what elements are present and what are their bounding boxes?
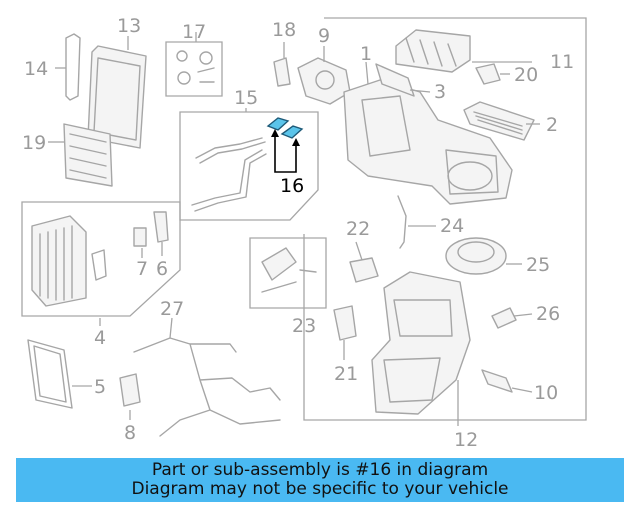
door-part-3	[375, 63, 415, 97]
pipe-part	[261, 269, 317, 293]
bracket-part-14	[65, 33, 81, 101]
leader-line	[355, 241, 363, 261]
callout-3: 3	[434, 81, 446, 103]
callout-16-leader	[274, 131, 297, 173]
radiator-part-13	[87, 45, 147, 149]
callout-14: 14	[24, 58, 48, 80]
leader-line	[409, 89, 431, 93]
callout-24: 24	[440, 215, 464, 237]
resistor-part-26	[491, 307, 517, 329]
blower-opening	[447, 161, 493, 191]
callout-17: 17	[182, 21, 206, 43]
sensor-part-6	[153, 211, 169, 243]
fitting-part	[197, 67, 215, 83]
callout-4: 4	[94, 327, 106, 349]
evaporator-fins	[39, 225, 73, 301]
callout-20: 20	[514, 64, 538, 86]
callout-5: 5	[94, 376, 106, 398]
lower-housing-detail	[383, 299, 453, 403]
arrow-head	[271, 129, 279, 137]
group-box-4	[21, 201, 181, 317]
callout-1: 1	[360, 43, 372, 65]
callout-7: 7	[136, 258, 148, 280]
radiator-core	[93, 57, 141, 141]
group-box-main	[303, 17, 587, 421]
callout-18: 18	[272, 19, 296, 41]
callout-21: 21	[334, 363, 358, 385]
bracket-part-21	[333, 305, 357, 341]
duct-fins	[405, 37, 457, 67]
filter-part-2	[463, 101, 535, 141]
callout-26: 26	[536, 303, 560, 325]
heater-core-grid	[69, 133, 107, 179]
blower-wheel	[457, 241, 495, 263]
hose-part-24	[397, 195, 407, 249]
bracket-part-8	[119, 373, 141, 407]
callout-27: 27	[160, 298, 184, 320]
fitting-part	[177, 71, 191, 85]
fitting-part	[176, 50, 188, 62]
banner-line-2: Diagram may not be specific to your vehi…	[131, 479, 509, 499]
leader-line	[511, 387, 533, 393]
sensor-part-7	[133, 227, 147, 247]
callout-8: 8	[124, 422, 136, 444]
wiring-harness-27	[133, 337, 281, 437]
callout-9: 9	[318, 25, 330, 47]
group-box-23	[249, 237, 327, 309]
duct-part-11	[395, 29, 471, 73]
valve-part	[91, 249, 107, 281]
fitting-part	[199, 51, 213, 65]
info-banner: Part or sub-assembly is #16 in diagram D…	[16, 458, 624, 502]
callout-12: 12	[454, 429, 478, 451]
callout-11: 11	[550, 51, 574, 73]
gasket-part-9	[297, 57, 351, 105]
hose-part	[191, 149, 263, 206]
leader-line	[365, 61, 369, 85]
callout-6: 6	[156, 258, 168, 280]
lower-housing-12	[371, 271, 471, 415]
gasket-hole	[315, 70, 335, 90]
leader-line	[169, 317, 173, 339]
fitting-kit-17	[165, 41, 223, 97]
leader-line	[513, 313, 533, 317]
callout-13: 13	[117, 15, 141, 37]
arrow-head	[292, 138, 300, 146]
banner-line-1: Part or sub-assembly is #16 in diagram	[151, 460, 489, 480]
hose-part	[199, 141, 266, 164]
seal-part-5	[27, 339, 73, 409]
heater-core-19	[63, 123, 113, 187]
actuator-part-20	[475, 63, 501, 85]
callout-15: 15	[234, 87, 258, 109]
sensor-part-18	[273, 57, 291, 87]
callout-16: 16	[280, 175, 304, 197]
callout-23: 23	[292, 315, 316, 337]
callout-22: 22	[346, 218, 370, 240]
actuator-part-22	[349, 257, 379, 283]
seal-inner	[33, 345, 67, 403]
hose-part	[195, 137, 263, 159]
callout-2: 2	[546, 114, 558, 136]
blower-motor-25	[445, 237, 507, 275]
callout-25: 25	[526, 254, 550, 276]
callout-19: 19	[22, 132, 46, 154]
callout-10: 10	[534, 382, 558, 404]
hose-part	[194, 153, 267, 212]
part-16-highlight[interactable]	[266, 117, 304, 139]
bracket-part	[261, 247, 297, 281]
sensor-part-10	[481, 369, 513, 393]
filter-pleats	[473, 111, 523, 135]
